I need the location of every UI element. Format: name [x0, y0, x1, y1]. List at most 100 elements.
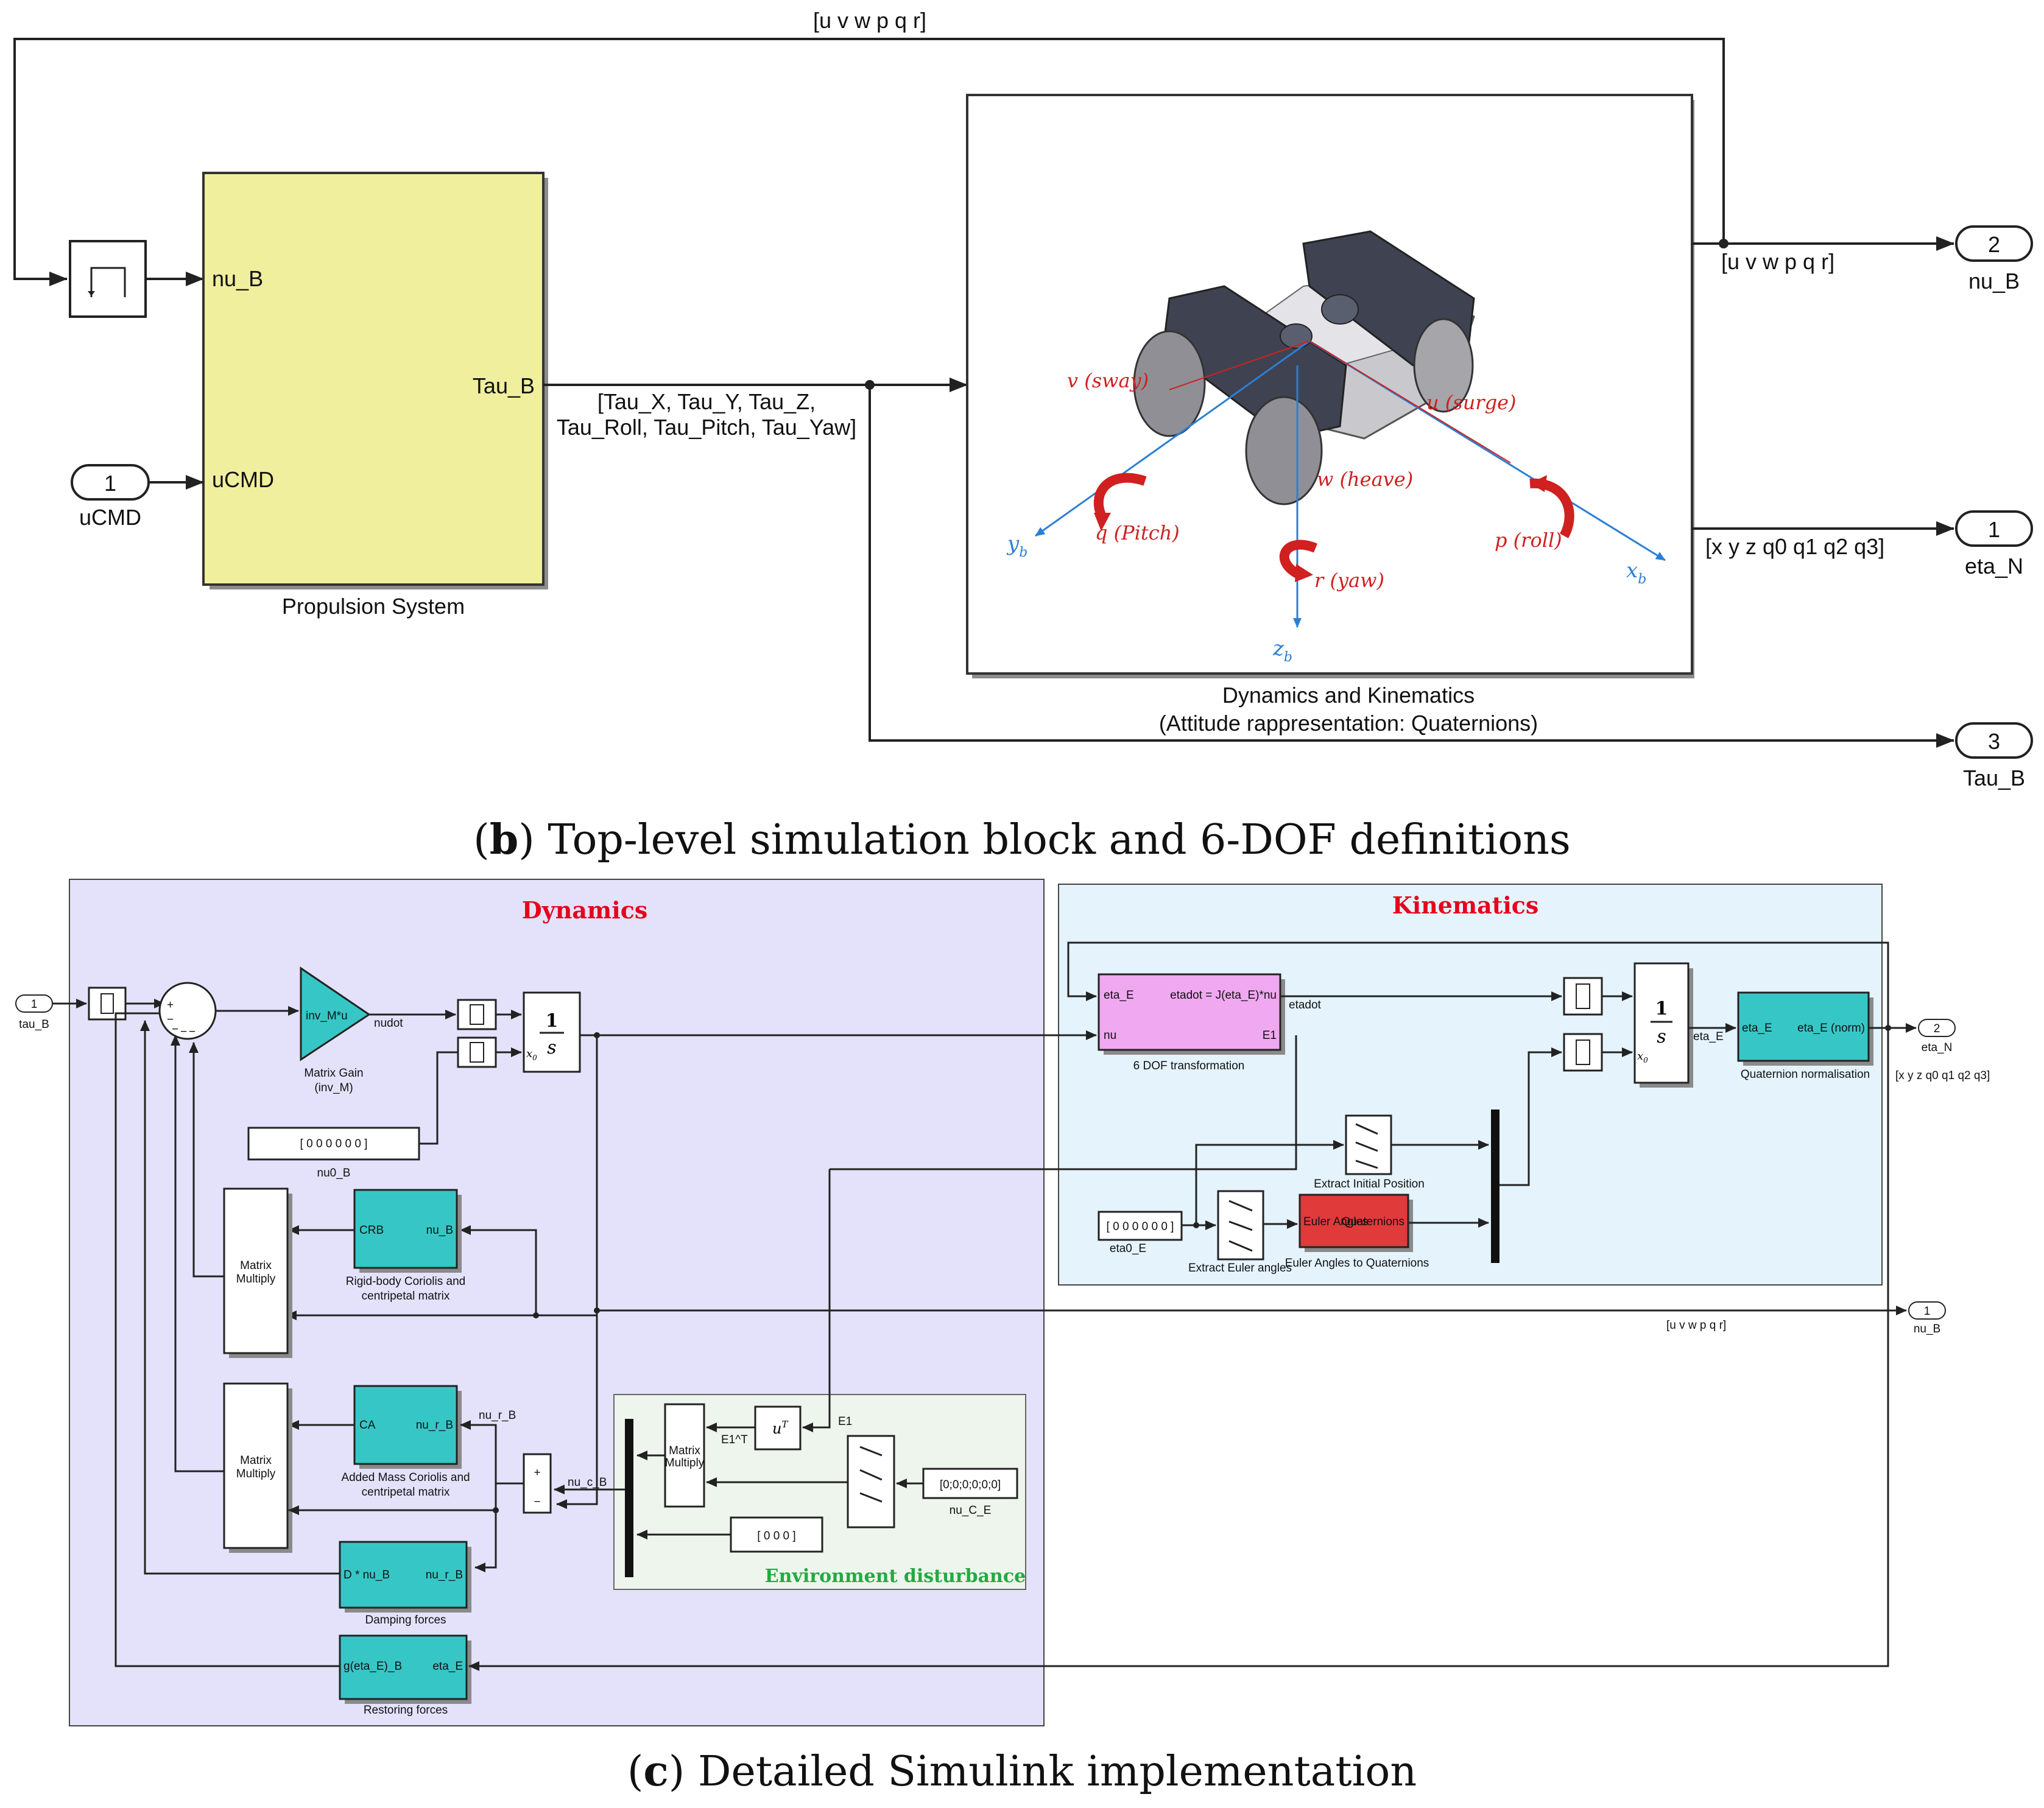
- damping-to-sum-line: [140, 1020, 340, 1575]
- qnorm-caption: Quaternion normalisation: [1741, 1068, 1870, 1081]
- nu-c-e-name: nu_C_E: [950, 1504, 992, 1517]
- selector-icon: [859, 1446, 883, 1503]
- integrator-2-x0: x0: [1637, 1050, 1648, 1064]
- dynkin-title-2: (Attitude rappresentation: Quaternions): [1159, 711, 1538, 736]
- sum2-block[interactable]: [523, 1453, 552, 1514]
- outport-eta-n[interactable]: 1 eta_N: [1955, 510, 2033, 579]
- integrator-1-x0: x0: [526, 1047, 537, 1062]
- quat-norm-block[interactable]: [1737, 991, 1870, 1062]
- outport-eta-n-detail[interactable]: [1918, 1019, 1956, 1037]
- six-dof-in1: eta_E: [1104, 989, 1134, 1002]
- restoring-out-label: eta_E: [432, 1660, 463, 1673]
- memory-block[interactable]: [69, 240, 147, 318]
- euler2quat-out: Quaternions: [1341, 1215, 1404, 1228]
- eta0-value: [ 0 0 0 0 0 0 ]: [1107, 1220, 1174, 1233]
- mm2-line1: Matrix: [240, 1454, 272, 1467]
- restoring-to-sum-line: [115, 1012, 340, 1667]
- crb-in-label: CRB: [359, 1224, 384, 1237]
- sum-minus-4: −: [189, 1025, 196, 1038]
- sum2-minus: −: [534, 1496, 540, 1508]
- ca-in-label: CA: [359, 1419, 376, 1432]
- nu0-line: [419, 1051, 458, 1145]
- pitch-rotation-head-icon: [1094, 513, 1111, 531]
- env-matrix-multiply[interactable]: [664, 1403, 705, 1508]
- int2-out-label: eta_E: [1693, 1030, 1724, 1043]
- damping-block[interactable]: [339, 1541, 468, 1609]
- selector-env[interactable]: [847, 1435, 895, 1528]
- six-dof-out2: E1: [1263, 1029, 1277, 1042]
- xb-label: xb: [1626, 558, 1646, 587]
- crb-block[interactable]: [353, 1189, 458, 1269]
- eta-to-restoring-line: [468, 1028, 1889, 1671]
- roll-label: p (roll): [1495, 529, 1562, 552]
- dynamics-title: Dynamics: [522, 896, 647, 924]
- etadot-label: etadot: [1289, 999, 1322, 1011]
- outport-nu-b-detail[interactable]: [1908, 1301, 1946, 1320]
- propulsion-block[interactable]: [202, 172, 544, 586]
- nu0-constant[interactable]: [247, 1127, 420, 1161]
- outport-nu-b-detail-name: nu_B: [1914, 1323, 1940, 1335]
- nu-branch-dot: [1719, 239, 1729, 248]
- outport-eta-n-detail-label: [x y z q0 q1 q2 q3]: [1895, 1069, 1990, 1082]
- surge-axis: [1309, 340, 1511, 463]
- integrator-2-den: s: [1657, 1026, 1666, 1047]
- conversion-icon: [1576, 1039, 1590, 1065]
- matrix-multiply-2[interactable]: [223, 1382, 289, 1549]
- restoring-caption: Restoring forces: [364, 1704, 448, 1717]
- six-dof-block[interactable]: [1098, 973, 1281, 1051]
- gain-caption-2: (inv_M): [314, 1082, 353, 1094]
- eta0-to-init-line: [1195, 1140, 1344, 1225]
- signal-conversion-1[interactable]: [88, 987, 127, 1021]
- conversion-icon: [100, 993, 114, 1014]
- env-mux: [625, 1419, 633, 1577]
- matrix-gain-block[interactable]: [300, 966, 371, 1061]
- sway-label: v (sway): [1067, 369, 1149, 392]
- nu-c-e-value: [0;0;0;0;0;0]: [940, 1479, 1001, 1491]
- memory-arrow-icon: [88, 291, 95, 296]
- propulsion-title: Propulsion System: [282, 594, 465, 619]
- outport-nu-b-name: nu_B: [1968, 269, 2020, 294]
- transpose-block[interactable]: [754, 1405, 802, 1451]
- outport-eta-n-detail-number: 2: [1934, 1022, 1940, 1035]
- zero3-constant[interactable]: [730, 1516, 823, 1553]
- euler-to-quat-block[interactable]: [1299, 1194, 1409, 1248]
- restoring-in-label: g(eta_E)_B: [344, 1660, 402, 1673]
- sum-minus-3: −: [180, 1025, 187, 1038]
- roll-rotation-head-icon: [1530, 475, 1547, 492]
- caption-c: (c) Detailed Simulink implementation: [627, 1747, 1417, 1796]
- damping-out-label: nu_r_B: [426, 1569, 463, 1581]
- e1-label: E1: [838, 1415, 852, 1428]
- outport-nu-b[interactable]: 2 nu_B: [1955, 225, 2033, 294]
- qnorm-in: eta_E: [1742, 1022, 1772, 1035]
- outport-tau-b[interactable]: 3 Tau_B: [1955, 722, 2033, 790]
- qnorm-out: eta_E (norm): [1797, 1022, 1865, 1035]
- inport-tau-b-number: 1: [31, 998, 38, 1011]
- outport-tau-b-name: Tau_B: [1963, 765, 2025, 790]
- outport-nu-b-number: 2: [1988, 232, 2000, 257]
- pitch-rotation-icon: [1093, 473, 1147, 520]
- euler2quat-in: Euler Angles: [1303, 1215, 1369, 1228]
- env-mm-line1: Matrix: [669, 1444, 700, 1457]
- propulsion-in1-label: nu_B: [212, 266, 263, 291]
- top-level-diagram: [u v w p q r] nu_B uCMD Tau_B Propulsion…: [13, 8, 2033, 790]
- yaw-rotation-head-icon: [1295, 564, 1313, 582]
- eta-out-label: [x y z q0 q1 q2 q3]: [1705, 534, 1884, 559]
- caption-b: (b) Top-level simulation block and 6-DOF…: [473, 815, 1571, 864]
- ca-caption-1: Added Mass Coriolis and: [341, 1471, 470, 1484]
- detailed-diagram: Dynamics Kinematics Environment disturba…: [15, 879, 1990, 1726]
- eta0-constant[interactable]: [1098, 1211, 1183, 1241]
- integrator-2[interactable]: [1633, 962, 1690, 1084]
- ca-out-label: nu_r_B: [416, 1419, 453, 1432]
- ca-block[interactable]: [353, 1385, 458, 1465]
- inport-tau-b-name: tau_B: [19, 1018, 49, 1031]
- ca-caption-2: centripetal matrix: [362, 1486, 450, 1499]
- inport-ucmd-name: uCMD: [79, 505, 141, 530]
- mm1-line2: Multiply: [236, 1273, 276, 1286]
- outport-eta-n-detail-name: eta_N: [1922, 1041, 1953, 1054]
- matrix-multiply-1[interactable]: [223, 1187, 289, 1354]
- transpose-out-label: E1^T: [721, 1433, 748, 1446]
- six-dof-caption: 6 DOF transformation: [1133, 1060, 1245, 1072]
- restoring-block[interactable]: [339, 1634, 468, 1700]
- outport-tau-b-number: 3: [1988, 729, 2000, 754]
- outport-nu-b-detail-number: 1: [1924, 1305, 1931, 1318]
